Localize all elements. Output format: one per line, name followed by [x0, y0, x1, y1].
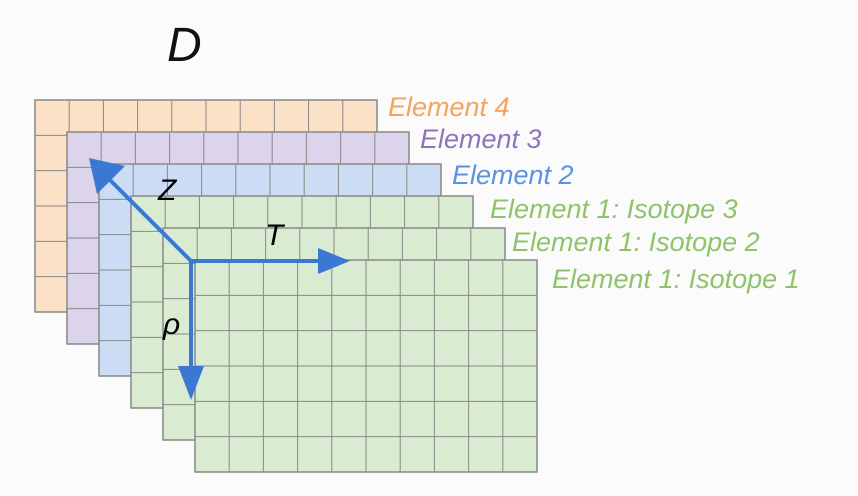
layer-label: Element 1: Isotope 3 [490, 194, 738, 224]
axis-label-t: T [265, 219, 284, 252]
z-axis-line [108, 178, 193, 263]
layer-label: Element 1: Isotope 1 [552, 264, 800, 294]
diagram-title: D [167, 19, 202, 72]
rho-axis-arrowhead [178, 366, 204, 400]
z-axis-arrowhead [89, 158, 125, 194]
t-axis-arrowhead [318, 248, 350, 274]
layer-label: Element 1: Isotope 2 [512, 227, 760, 257]
layer-label: Element 4 [388, 92, 510, 122]
axis-label-rho: ρ [163, 308, 181, 341]
axis-label-z: Z [158, 174, 177, 207]
layer-label: Element 3 [420, 124, 542, 154]
layer-grid [194, 259, 538, 473]
layer-label: Element 2 [452, 160, 574, 190]
